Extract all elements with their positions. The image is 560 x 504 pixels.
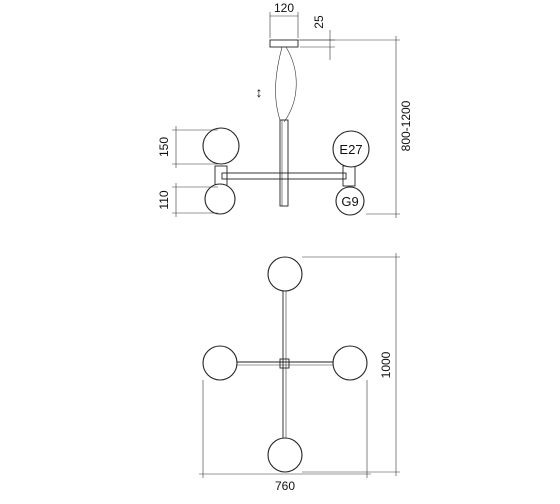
top-globe-lower [267,437,303,473]
total-length-dimension: 1000 [302,253,400,476]
side-right-small-globe [335,186,365,216]
side-right-large-globe [332,130,370,168]
left-holder [214,165,228,187]
suspension-cable [275,46,283,121]
top-globe-right [332,345,368,381]
side-left-small-globe [204,183,236,215]
total-width-label: 760 [275,479,295,493]
top-view: 1000 760 [199,253,400,493]
canopy [269,39,299,48]
top-center-hub [279,358,290,369]
top-globe-upper [267,256,303,292]
socket-g9-label: G9 [341,194,358,209]
large-globe-dimension: 150 [157,126,218,168]
top-globe-left [202,345,238,381]
socket-e27-label: E27 [339,142,362,157]
power-cord [283,46,297,123]
small-globe-label: 110 [157,190,171,209]
adjust-height-symbol: ↕ [256,84,263,100]
suspension-dimension: 800-1200 [298,36,413,218]
right-holder [342,165,356,187]
suspension-label: 800-1200 [399,100,413,151]
canopy-height-label: 25 [312,15,326,29]
canopy-width-dimension: 120 [269,1,299,38]
total-width-dimension: 760 [199,380,371,493]
total-length-label: 1000 [379,351,393,378]
large-globe-label: 150 [157,137,171,157]
horizontal-arm [221,172,347,180]
canopy-height-dimension: 25 [300,15,335,60]
canopy-width-label: 120 [274,1,294,15]
small-globe-dimension: 110 [157,183,218,217]
vertical-rod [279,119,289,207]
side-view: 120 25 ↕ E27 G9 [157,1,413,218]
side-left-large-globe [202,127,240,165]
